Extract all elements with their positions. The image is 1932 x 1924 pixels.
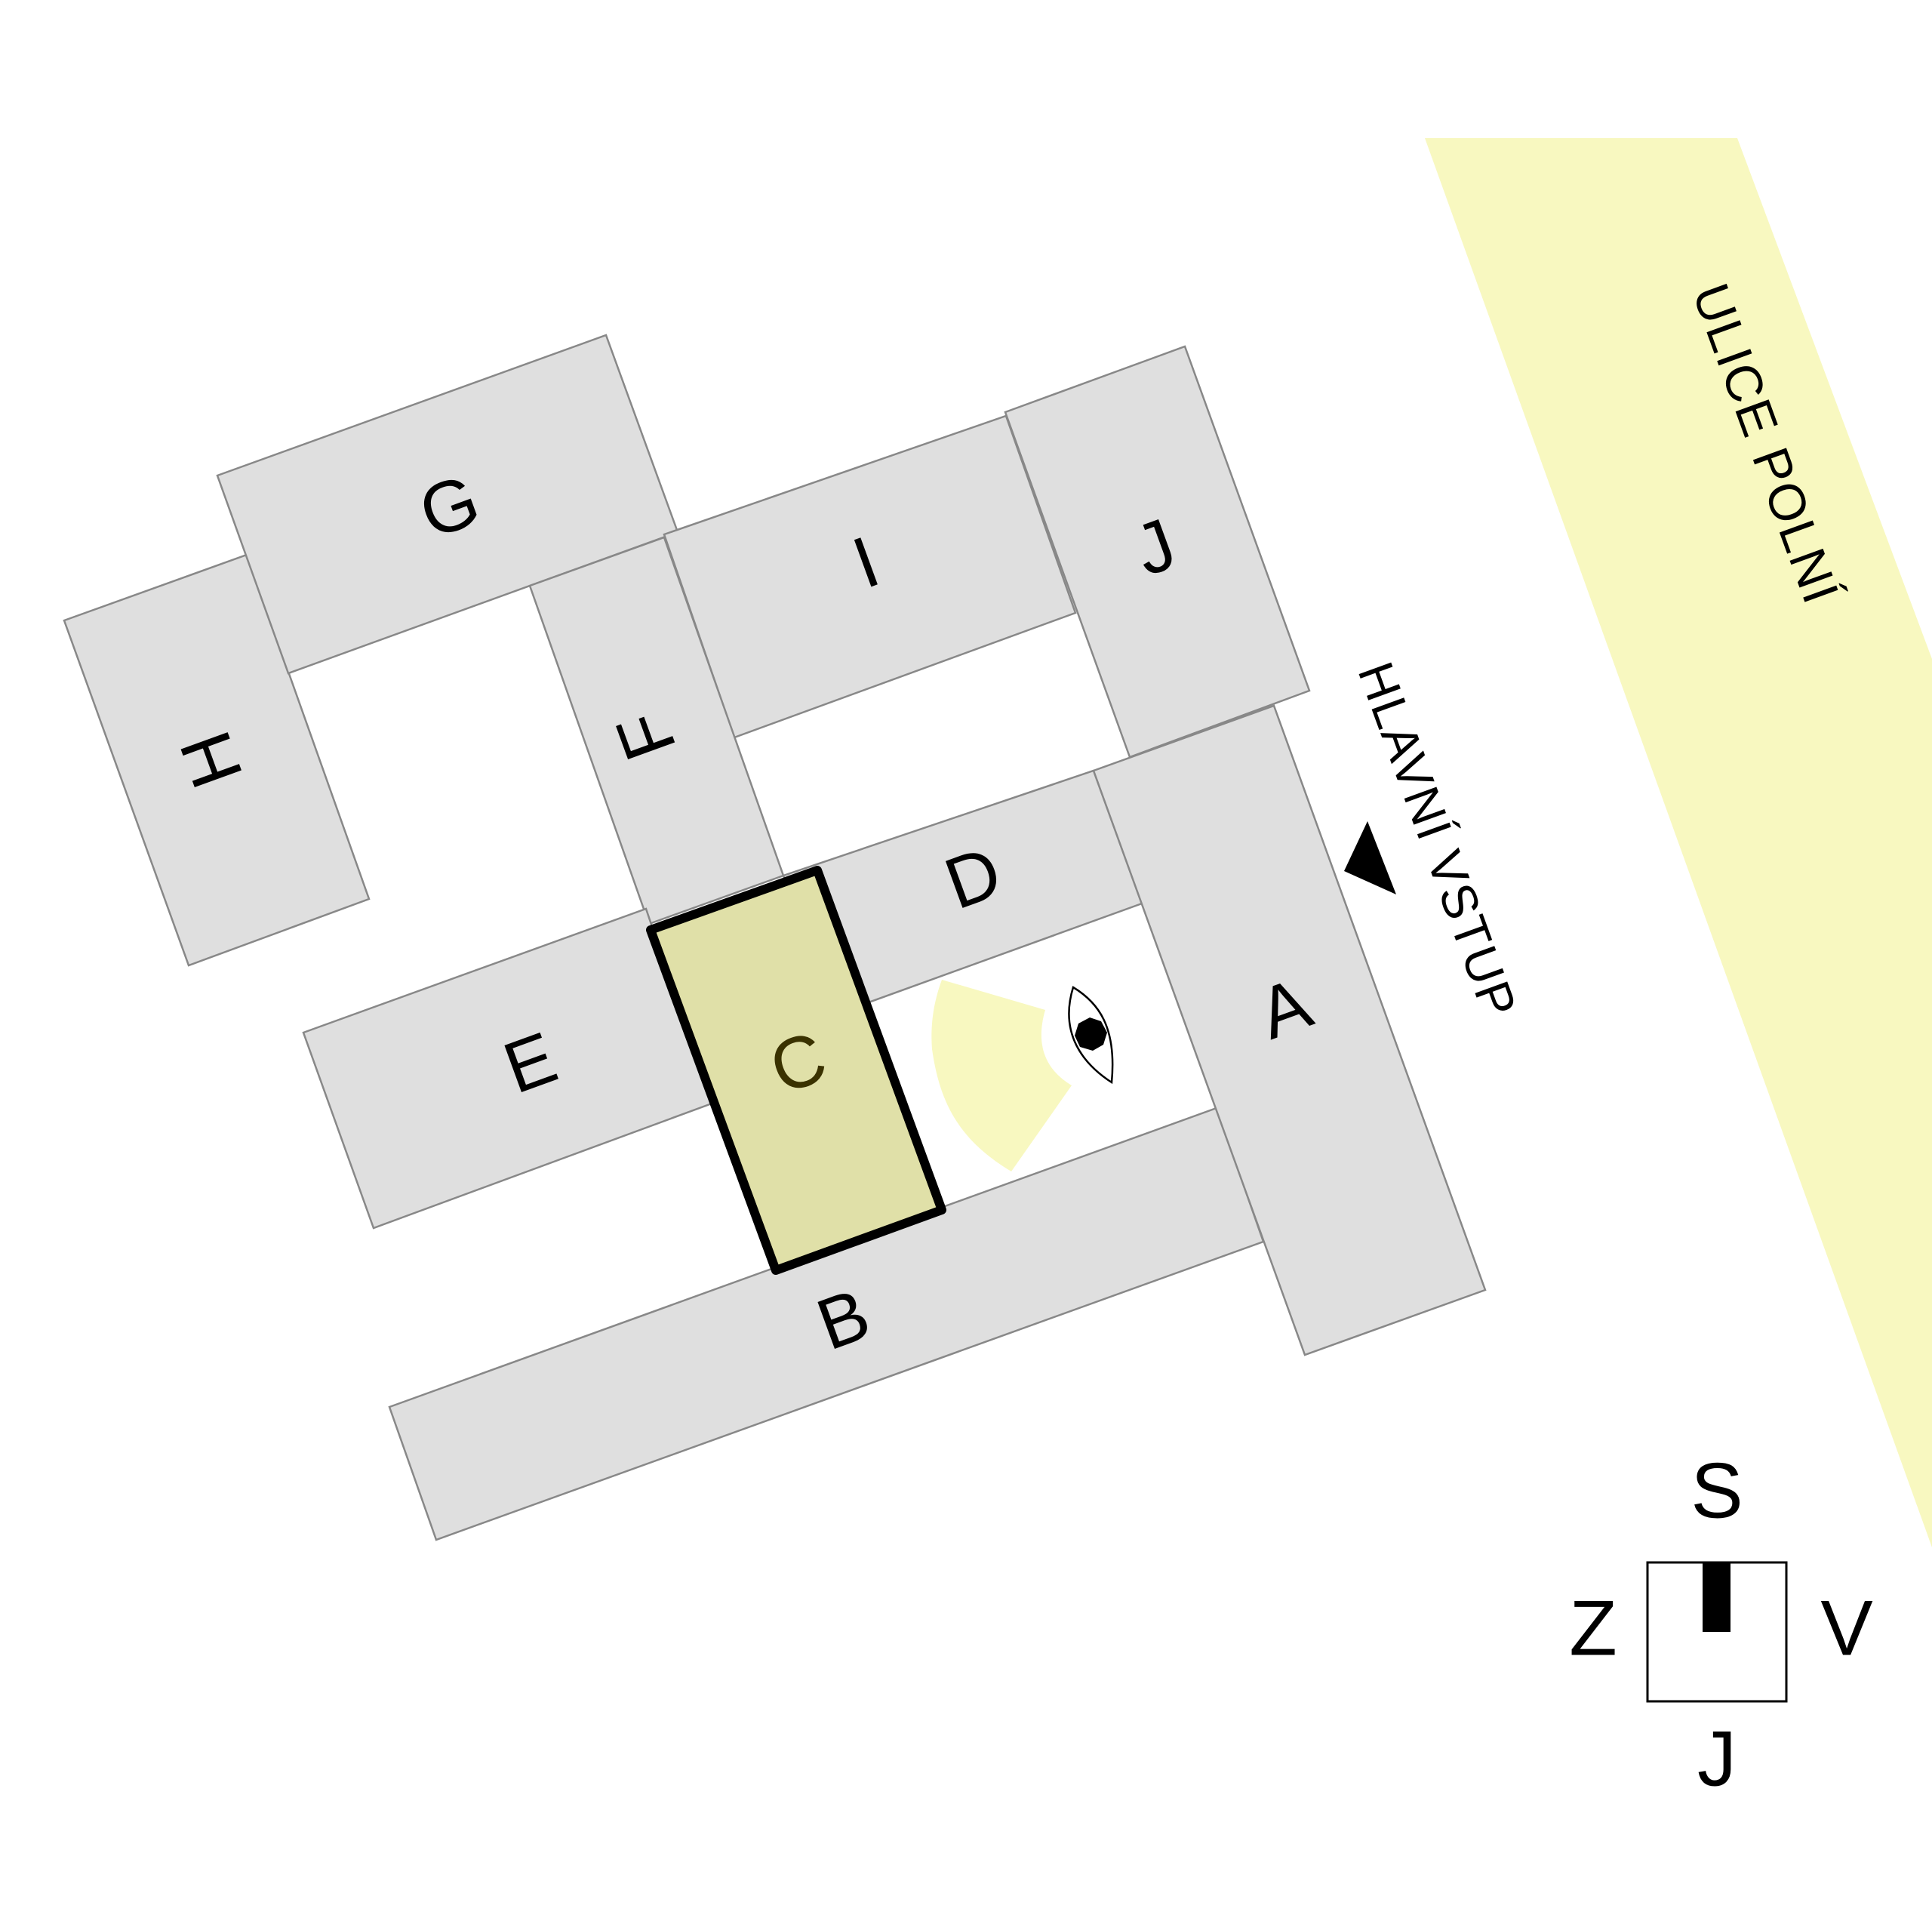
compass-west: Z	[1569, 1584, 1617, 1672]
building-j[interactable]	[1004, 345, 1311, 759]
compass-east: V	[1820, 1584, 1872, 1672]
entrance-arrow-icon	[1344, 821, 1396, 894]
building-h[interactable]	[63, 553, 371, 967]
compass: S J Z V	[1569, 1447, 1872, 1802]
building-a[interactable]	[1092, 704, 1487, 1356]
compass-south: J	[1697, 1715, 1737, 1802]
street-polni	[1425, 138, 1932, 1547]
building-c[interactable]	[646, 866, 946, 1275]
compass-north: S	[1690, 1447, 1743, 1535]
eye-icon	[1068, 986, 1114, 1085]
view-cone	[931, 980, 1072, 1171]
compass-needle	[1703, 1562, 1730, 1632]
